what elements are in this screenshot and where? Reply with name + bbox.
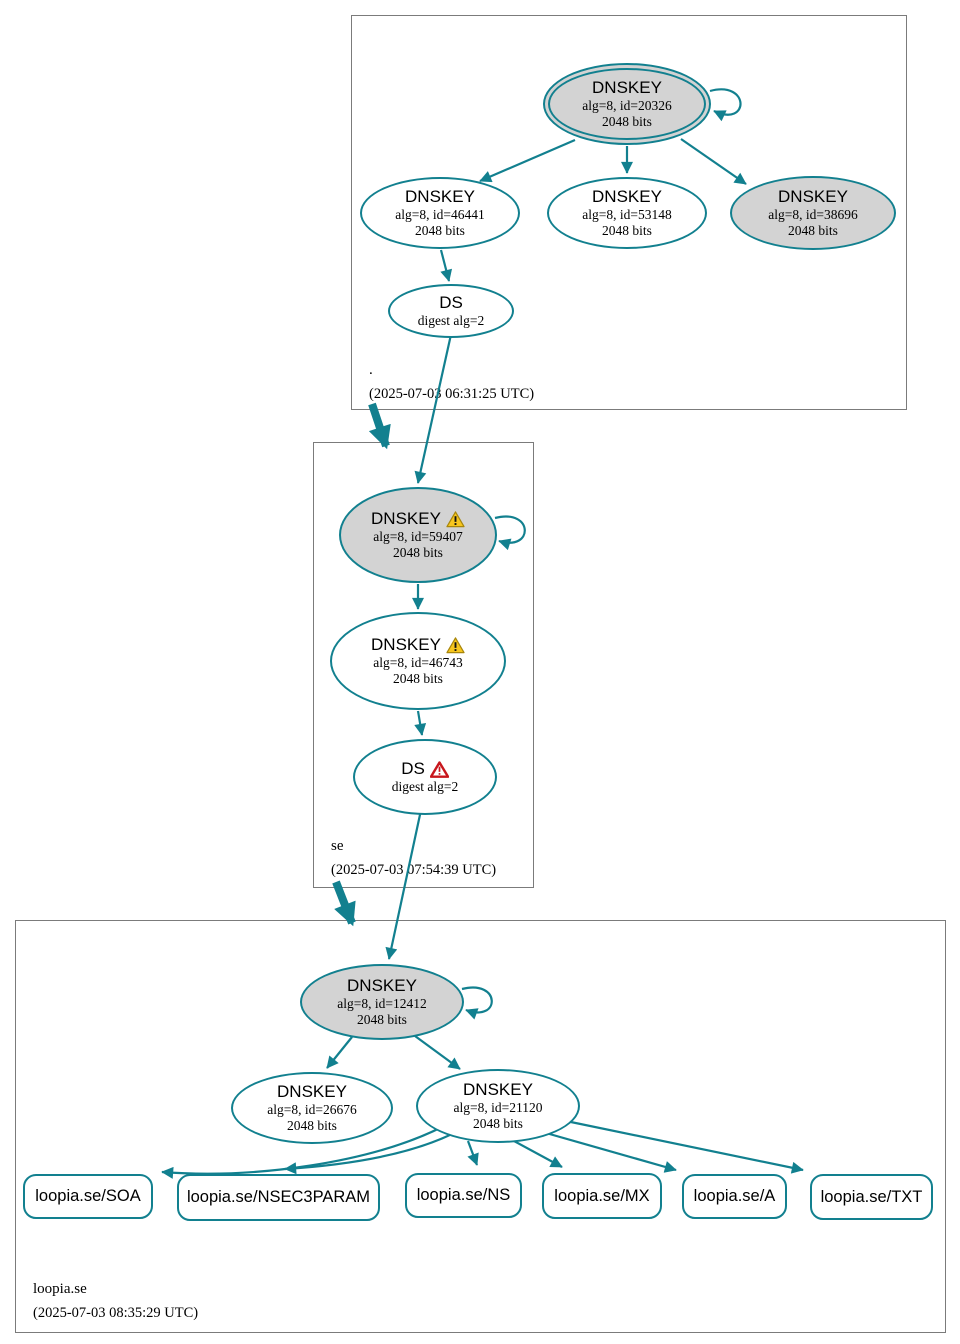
warning-icon [446, 510, 465, 527]
rrset-loopia-se-a[interactable]: loopia.se/A [682, 1174, 787, 1219]
zone-box-loopia-se: loopia.se (2025-07-03 08:35:29 UTC) [15, 920, 946, 1333]
rrset-loopia-se-nsec3param[interactable]: loopia.se/NSEC3PARAM [177, 1174, 380, 1221]
node-title: DNSKEY [371, 509, 441, 528]
rrset-loopia-se-ns[interactable]: loopia.se/NS [405, 1173, 522, 1218]
zone-name: loopia.se [33, 1281, 87, 1297]
node-detail: 2048 bits [357, 1012, 407, 1027]
node-title: DNSKEY [592, 78, 662, 97]
node-detail: 2048 bits [393, 545, 443, 560]
rrset-loopia-se-soa[interactable]: loopia.se/SOA [23, 1174, 153, 1219]
dnskey-node-12412[interactable]: DNSKEY alg=8, id=12412 2048 bits [300, 964, 464, 1040]
node-detail: alg=8, id=26676 [267, 1102, 357, 1117]
node-detail: alg=8, id=20326 [582, 98, 672, 113]
node-detail: 2048 bits [415, 223, 465, 238]
node-title: DNSKEY [592, 187, 662, 206]
rrset-label: loopia.se/SOA [35, 1187, 141, 1205]
zone-timestamp: (2025-07-03 06:31:25 UTC) [369, 386, 535, 402]
node-detail: alg=8, id=46743 [373, 655, 463, 670]
edge-zone-se-to-loopia [332, 880, 356, 927]
zone-name: se [331, 838, 344, 854]
ds-node-root[interactable]: DS digest alg=2 [388, 284, 514, 338]
zone-timestamp: (2025-07-03 08:35:29 UTC) [33, 1305, 199, 1321]
zone-timestamp: (2025-07-03 07:54:39 UTC) [331, 862, 497, 878]
node-title: DNSKEY [778, 187, 848, 206]
dnskey-node-59407[interactable]: DNSKEY alg=8, id=59407 2048 bits [339, 487, 497, 583]
ds-node-se[interactable]: DS digest alg=2 [353, 739, 497, 815]
rrset-label: loopia.se/TXT [820, 1187, 923, 1206]
node-detail: digest alg=2 [391, 779, 459, 794]
dnskey-node-46441[interactable]: DNSKEY alg=8, id=46441 2048 bits [360, 177, 520, 249]
rrset-label: loopia.se/NSEC3PARAM [186, 1188, 371, 1206]
zone-name: . [369, 362, 373, 378]
node-detail: alg=8, id=38696 [768, 207, 858, 222]
node-detail: alg=8, id=21120 [453, 1100, 543, 1115]
node-detail: 2048 bits [473, 1116, 523, 1131]
node-detail: alg=8, id=46441 [395, 207, 485, 222]
node-title: DNSKEY [347, 976, 417, 995]
node-title: DNSKEY [463, 1080, 533, 1099]
dnskey-node-53148[interactable]: DNSKEY alg=8, id=53148 2048 bits [547, 177, 707, 249]
node-detail: 2048 bits [602, 114, 652, 129]
dnskey-node-26676[interactable]: DNSKEY alg=8, id=26676 2048 bits [231, 1072, 393, 1144]
edge-zone-root-to-se [368, 402, 391, 450]
node-title: DNSKEY [405, 187, 475, 206]
node-title: DNSKEY [371, 635, 441, 654]
dnskey-node-20326[interactable]: DNSKEY alg=8, id=20326 2048 bits [543, 63, 711, 145]
warning-icon [446, 636, 465, 653]
node-detail: 2048 bits [602, 223, 652, 238]
node-detail: 2048 bits [393, 671, 443, 686]
node-detail: alg=8, id=53148 [582, 207, 672, 222]
node-title: DS [401, 759, 425, 778]
rrset-loopia-se-mx[interactable]: loopia.se/MX [542, 1173, 662, 1219]
node-detail: 2048 bits [788, 223, 838, 238]
node-detail: 2048 bits [287, 1118, 337, 1133]
dnskey-node-46743[interactable]: DNSKEY alg=8, id=46743 2048 bits [330, 612, 506, 710]
error-icon [429, 760, 449, 778]
node-title: DS [439, 293, 463, 312]
dnskey-node-38696[interactable]: DNSKEY alg=8, id=38696 2048 bits [730, 176, 896, 250]
node-title: DNSKEY [277, 1082, 347, 1101]
node-detail: alg=8, id=12412 [337, 996, 427, 1011]
rrset-loopia-se-txt[interactable]: loopia.se/TXT [810, 1174, 933, 1220]
rrset-label: loopia.se/MX [554, 1186, 650, 1205]
rrset-label: loopia.se/A [693, 1187, 776, 1205]
dnskey-node-21120[interactable]: DNSKEY alg=8, id=21120 2048 bits [416, 1069, 580, 1143]
rrset-label: loopia.se/NS [416, 1186, 511, 1204]
node-detail: digest alg=2 [417, 313, 485, 328]
node-detail: alg=8, id=59407 [373, 529, 463, 544]
